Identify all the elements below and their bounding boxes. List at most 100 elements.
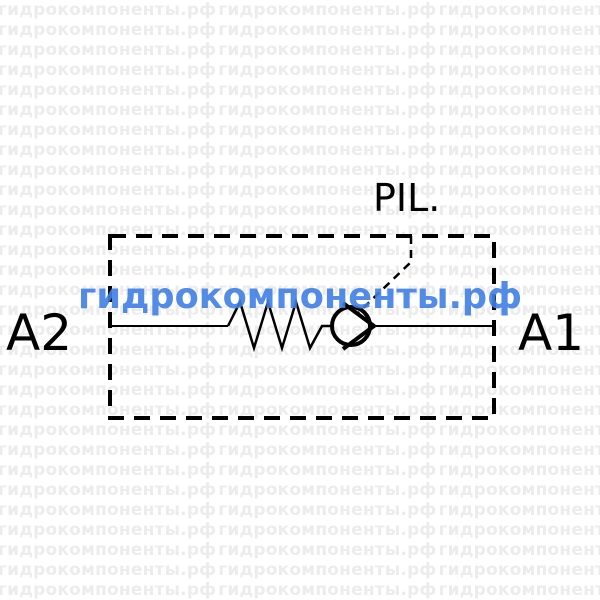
- watermark-text: гидрокомпоненты.рф: [438, 200, 600, 220]
- watermark-text: гидрокомпоненты.рф: [0, 80, 217, 100]
- watermark-text: гидрокомпоненты.рф: [0, 180, 217, 200]
- pilot-line: [356, 236, 413, 315]
- watermark-text: гидрокомпоненты.рф: [438, 480, 600, 500]
- watermark-text: гидрокомпоненты.рф: [218, 40, 437, 60]
- watermark-text: гидрокомпоненты.рф: [218, 0, 437, 20]
- watermark-text: гидрокомпоненты.рф: [218, 560, 437, 580]
- watermark-text: гидрокомпоненты.рф: [218, 60, 437, 80]
- watermark-text: гидрокомпоненты.рф: [438, 520, 600, 540]
- watermark-text: гидрокомпоненты.рф: [0, 440, 217, 460]
- watermark-text: гидрокомпоненты.рф: [438, 560, 600, 580]
- watermark-text: гидрокомпоненты.рф: [218, 360, 437, 380]
- watermark-text: гидрокомпоненты.рф: [218, 580, 437, 600]
- watermark-text: гидрокомпоненты.рф: [218, 440, 437, 460]
- watermark-text: гидрокомпоненты.рф: [218, 500, 437, 520]
- watermark-text: гидрокомпоненты.рф: [0, 140, 217, 160]
- watermark-text: гидрокомпоненты.рф: [0, 480, 217, 500]
- watermark-text: гидрокомпоненты.рф: [438, 260, 600, 280]
- watermark-text: гидрокомпоненты.рф: [0, 160, 217, 180]
- watermark-text: гидрокомпоненты.рф: [218, 460, 437, 480]
- watermark-text: гидрокомпоненты.рф: [218, 120, 437, 140]
- watermark-text: гидрокомпоненты.рф: [438, 160, 600, 180]
- watermark-text: гидрокомпоненты.рф: [218, 180, 437, 200]
- watermark-text: гидрокомпоненты.рф: [218, 80, 437, 100]
- watermark-text: гидрокомпоненты.рф: [438, 100, 600, 120]
- watermark-text: гидрокомпоненты.рф: [438, 360, 600, 380]
- watermark-text: гидрокомпоненты.рф: [0, 200, 217, 220]
- watermark-text: гидрокомпоненты.рф: [218, 100, 437, 120]
- watermark-text: гидрокомпоненты.рф: [438, 420, 600, 440]
- watermark-text: гидрокомпоненты.рф: [218, 380, 437, 400]
- watermark-text: гидрокомпоненты.рф: [0, 40, 217, 60]
- watermark-text: гидрокомпоненты.рф: [218, 160, 437, 180]
- watermark-text: гидрокомпоненты.рф: [438, 580, 600, 600]
- watermark-text: гидрокомпоненты.рф: [0, 560, 217, 580]
- watermark-text: гидрокомпоненты.рф: [438, 20, 600, 40]
- watermark-text: гидрокомпоненты.рф: [438, 0, 600, 20]
- watermark-text: гидрокомпоненты.рф: [0, 20, 217, 40]
- watermark-text: гидрокомпоненты.рф: [0, 120, 217, 140]
- watermark-text: гидрокомпоненты.рф: [0, 400, 217, 420]
- watermark-text: гидрокомпоненты.рф: [218, 140, 437, 160]
- watermark-text: гидрокомпоненты.рф: [0, 520, 217, 540]
- watermark-text: гидрокомпоненты.рф: [218, 400, 437, 420]
- watermark-text: гидрокомпоненты.рф: [438, 40, 600, 60]
- watermark-text: гидрокомпоненты.рф: [0, 580, 217, 600]
- watermark-text: гидрокомпоненты.рф: [0, 460, 217, 480]
- port-label-a2: A2: [6, 304, 72, 362]
- watermark-text: гидрокомпоненты.рф: [438, 460, 600, 480]
- watermark-text: гидрокомпоненты.рф: [438, 500, 600, 520]
- watermark-text: гидрокомпоненты.рф: [0, 100, 217, 120]
- watermark-text: гидрокомпоненты.рф: [438, 280, 600, 300]
- watermark-text: гидрокомпоненты.рф: [438, 80, 600, 100]
- watermark-text: гидрокомпоненты.рф: [438, 120, 600, 140]
- watermark-text: гидрокомпоненты.рф: [0, 60, 217, 80]
- watermark-text: гидрокомпоненты.рф: [0, 420, 217, 440]
- watermark-text: гидрокомпоненты.рф: [438, 440, 600, 460]
- port-label-a1: A1: [518, 304, 584, 362]
- watermark-text: гидрокомпоненты.рф: [0, 540, 217, 560]
- watermark-text: гидрокомпоненты.рф: [218, 420, 437, 440]
- watermark-text: гидрокомпоненты.рф: [218, 520, 437, 540]
- watermark-text: гидрокомпоненты.рф: [218, 540, 437, 560]
- watermark-text: гидрокомпоненты.рф: [218, 240, 437, 260]
- watermark-text: гидрокомпоненты.рф: [218, 200, 437, 220]
- pilot-label: PIL.: [373, 176, 440, 220]
- watermark-text: гидрокомпоненты.рф: [438, 300, 600, 320]
- center-watermark: гидрокомпоненты.рф: [78, 276, 522, 317]
- watermark-text: гидрокомпоненты.рф: [438, 380, 600, 400]
- watermark-text: гидрокомпоненты.рф: [0, 300, 217, 320]
- watermark-text: гидрокомпоненты.рф: [218, 480, 437, 500]
- watermark-text: гидрокомпоненты.рф: [438, 400, 600, 420]
- watermark-text: гидрокомпоненты.рф: [438, 60, 600, 80]
- watermark-text: гидрокомпоненты.рф: [218, 280, 437, 300]
- watermark-text: гидрокомпоненты.рф: [438, 140, 600, 160]
- watermark-text: гидрокомпоненты.рф: [438, 240, 600, 260]
- watermark-text: гидрокомпоненты.рф: [0, 0, 217, 20]
- watermark-text: гидрокомпоненты.рф: [438, 540, 600, 560]
